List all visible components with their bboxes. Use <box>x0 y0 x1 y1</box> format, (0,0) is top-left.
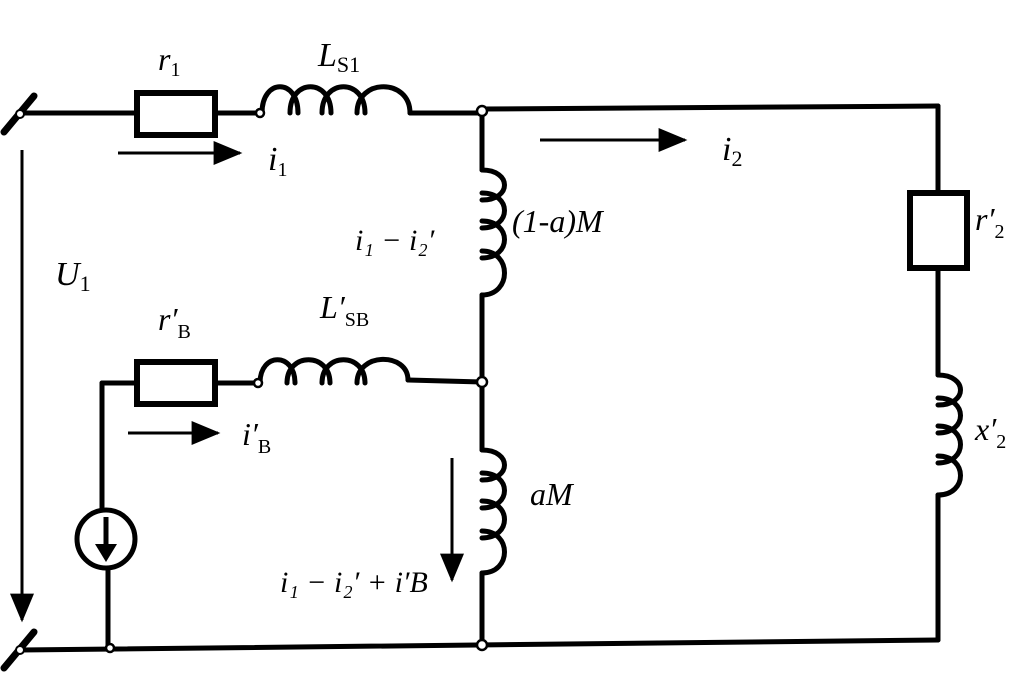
label-branch-current-lower: i₁ − i₂′ + i′B <box>280 566 428 599</box>
inductor-upper-mutual <box>479 167 507 298</box>
label-branch-current-upper: i₁ − i₂′ <box>355 224 435 257</box>
label-ib: i′B <box>242 416 271 458</box>
node-rb-lsb <box>252 377 264 389</box>
inductor-x2 <box>935 372 963 498</box>
label-x2: x′2 <box>974 411 1006 453</box>
label-lsb: L′SB <box>319 289 369 331</box>
node-source-bottom <box>104 642 116 654</box>
label-rb: r′B <box>158 301 191 343</box>
label-r1: r1 <box>158 41 180 81</box>
label-mutual-upper: (1-a)M <box>512 203 605 239</box>
terminal-bottom <box>0 628 38 672</box>
label-r2: r′2 <box>975 201 1004 243</box>
inductor-ls1 <box>259 84 413 116</box>
current-source <box>74 507 138 571</box>
wire-lsb-node <box>405 377 485 385</box>
node-top-junction <box>475 104 489 118</box>
label-u1: U1 <box>55 256 91 296</box>
label-i2: i2 <box>722 131 742 171</box>
resistor-r1 <box>134 90 218 138</box>
label-mutual-lower: aM <box>530 476 575 512</box>
resistor-rb <box>134 359 218 407</box>
resistor-r2 <box>907 190 970 271</box>
inductor-lsb <box>257 356 411 386</box>
node-mid-junction <box>475 375 489 389</box>
label-i1: i1 <box>268 141 287 181</box>
node-r1-ls1 <box>254 107 266 119</box>
label-ls1: LS1 <box>317 37 360 77</box>
wire-top-right <box>479 103 941 112</box>
node-bottom-junction <box>475 638 489 652</box>
terminal-top <box>0 92 38 136</box>
inductor-lower-mutual <box>479 447 507 576</box>
